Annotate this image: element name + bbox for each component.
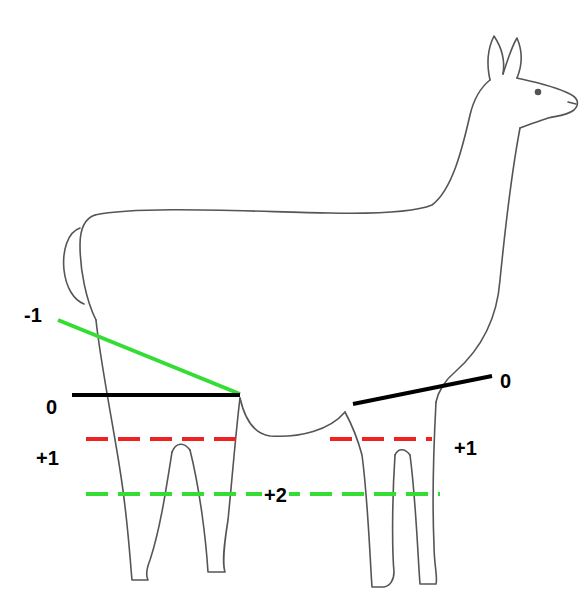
measure-label: +1 [34,447,61,469]
measure-label: 0 [498,370,513,392]
measure-label: 0 [44,396,59,418]
measure-label: -1 [22,304,44,326]
measure-label: +1 [452,437,479,459]
measure-label: +2 [262,484,289,506]
